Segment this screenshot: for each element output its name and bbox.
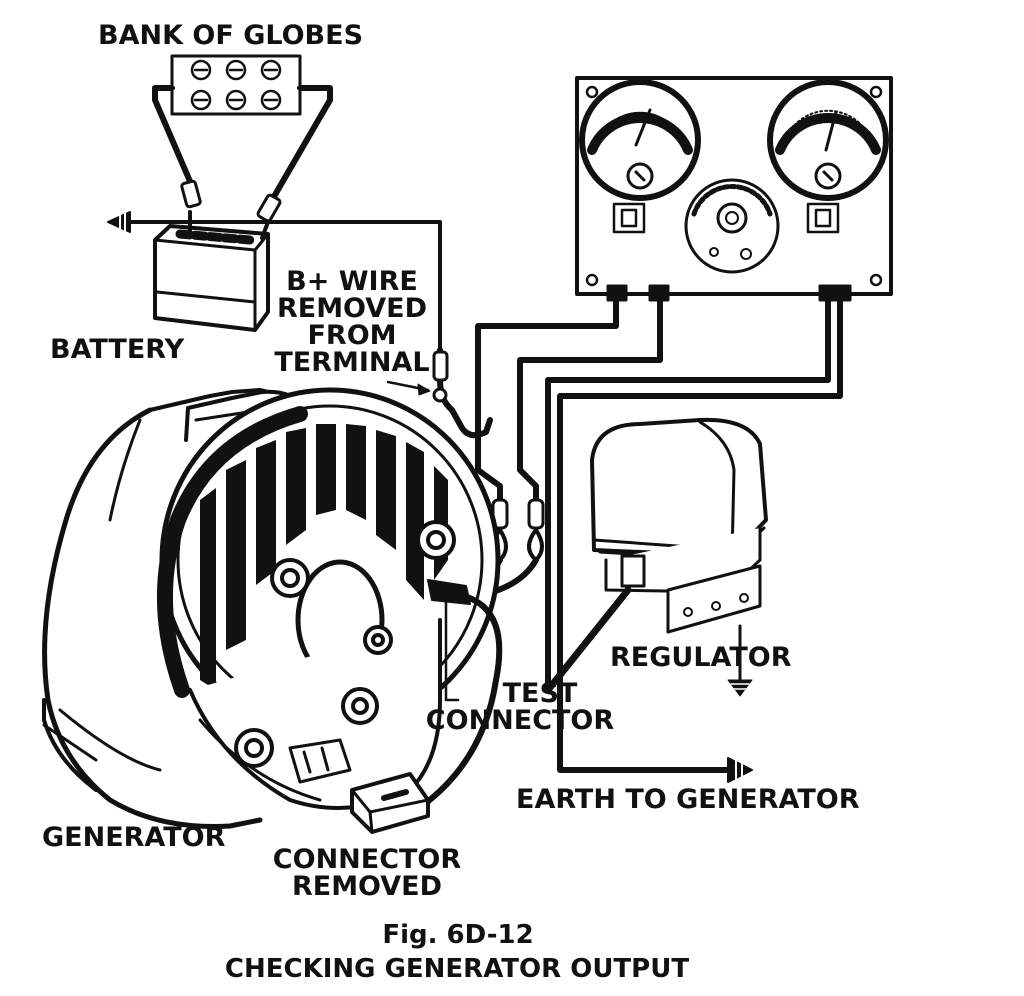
voltmeter-dial: [579, 79, 701, 201]
panel-switch-right: [806, 202, 840, 234]
label-b-plus-line4: TERMINAL: [274, 347, 430, 378]
globe-lead-clips: [180, 179, 282, 223]
label-b-plus-line1: B+ WIRE: [286, 266, 418, 297]
label-b-plus-line3: FROM: [307, 320, 397, 351]
test-meter-panel: [575, 76, 893, 302]
regulator-lead: [544, 586, 632, 694]
label-connector-removed-line2: REMOVED: [291, 871, 443, 902]
label-b-plus-line2: REMOVED: [276, 293, 428, 324]
test-connector-lead: [419, 587, 503, 809]
label-b-plus-wire: B+ WIRE REMOVED FROM TERMINAL: [262, 268, 442, 376]
regulator: [590, 417, 768, 697]
generator-terminals: [234, 520, 456, 768]
label-test-connector: TEST CONNECTOR: [420, 680, 620, 734]
globe-leads: [152, 85, 333, 203]
label-connector-removed: CONNECTOR REMOVED: [262, 846, 472, 900]
label-connector-removed-line1: CONNECTOR: [272, 844, 462, 875]
generator: [42, 387, 501, 829]
figure-number: Fig. 6D-12: [382, 920, 534, 950]
label-bank-of-globes: BANK OF GLOBES: [98, 20, 364, 51]
panel-leads: [475, 297, 843, 773]
ammeter-dial: [767, 79, 889, 201]
panel-switch-left: [612, 202, 646, 234]
label-earth-to-generator: EARTH TO GENERATOR: [516, 784, 860, 815]
b-plus-pointer-head: [417, 383, 431, 396]
label-test-line1: TEST: [502, 678, 578, 709]
fan-slots: [200, 424, 448, 690]
globe-sockets: [190, 59, 282, 111]
removed-connector: [350, 772, 430, 834]
bank-of-globes: [170, 54, 302, 116]
label-generator: GENERATOR: [42, 822, 226, 853]
panel-terminals: [606, 284, 852, 302]
label-test-line2: CONNECTOR: [425, 705, 615, 736]
battery-earth-lead: [107, 211, 442, 352]
label-regulator: REGULATOR: [610, 642, 792, 673]
earth-arrow-head: [727, 757, 753, 783]
label-battery: BATTERY: [50, 334, 185, 365]
figure-title: CHECKING GENERATOR OUTPUT: [224, 954, 690, 984]
b-plus-wire: [432, 347, 493, 439]
rheostat-knob: [684, 178, 780, 274]
battery: [153, 210, 270, 332]
